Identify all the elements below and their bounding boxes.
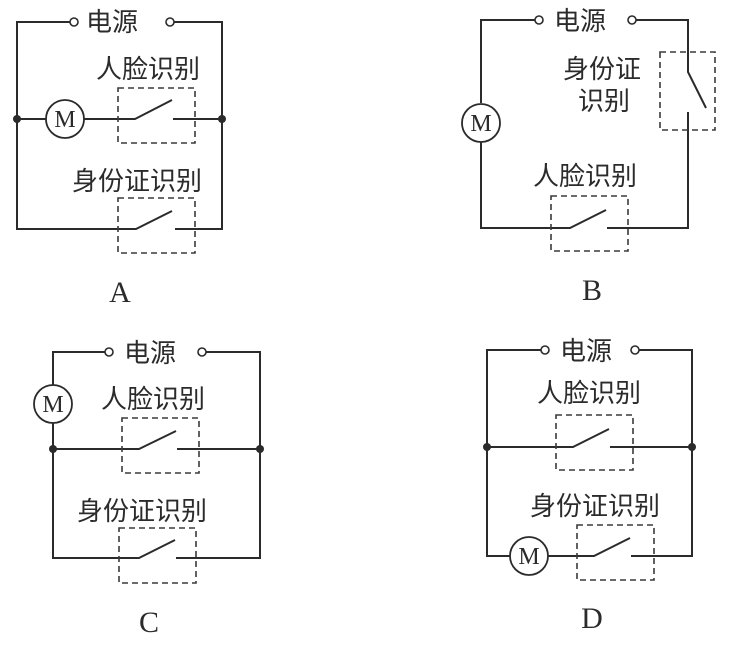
id-switch-box bbox=[117, 197, 196, 254]
wire bbox=[176, 351, 261, 559]
face-recognition-label: 人脸识别 bbox=[96, 55, 200, 85]
wire bbox=[480, 19, 535, 103]
junction-node bbox=[688, 443, 696, 451]
power-terminal-left bbox=[69, 17, 79, 27]
power-label: 电源 bbox=[86, 8, 138, 38]
power-terminal-right bbox=[197, 347, 207, 357]
wire bbox=[607, 112, 689, 229]
id-recognition-label-line1: 身份证 bbox=[563, 55, 641, 85]
face-switch bbox=[480, 142, 607, 229]
wire bbox=[16, 21, 118, 230]
face-switch-box bbox=[555, 414, 634, 471]
motor-label: M bbox=[470, 111, 491, 137]
id-switch bbox=[636, 19, 707, 109]
face-recognition-label: 人脸识别 bbox=[101, 385, 205, 415]
power-terminal-right bbox=[165, 17, 175, 27]
junction-node bbox=[13, 115, 21, 123]
junction-node bbox=[218, 115, 226, 123]
option-label-c: C bbox=[139, 606, 159, 639]
wire bbox=[486, 349, 541, 557]
id-switch-box bbox=[118, 527, 197, 584]
face-switch-box bbox=[117, 87, 196, 144]
face-switch-box bbox=[550, 195, 629, 252]
id-switch-box bbox=[659, 51, 716, 131]
face-recognition-label: 人脸识别 bbox=[533, 162, 637, 192]
id-switch bbox=[548, 537, 631, 557]
face-switch bbox=[487, 428, 610, 448]
option-label-a: A bbox=[109, 276, 131, 309]
id-recognition-label: 身份证识别 bbox=[530, 492, 660, 522]
power-label: 电源 bbox=[560, 337, 612, 367]
id-switch-box bbox=[576, 524, 655, 581]
wire bbox=[52, 351, 105, 385]
id-recognition-label: 身份证识别 bbox=[77, 497, 207, 527]
id-switch bbox=[118, 210, 173, 230]
power-terminal-left bbox=[534, 15, 544, 25]
power-label: 电源 bbox=[554, 7, 606, 37]
id-switch bbox=[52, 423, 176, 559]
power-label: 电源 bbox=[124, 339, 176, 369]
motor-label: M bbox=[42, 392, 63, 418]
wire bbox=[174, 21, 223, 230]
power-terminal-left bbox=[540, 345, 550, 355]
face-switch bbox=[84, 99, 173, 120]
motor-label: M bbox=[54, 107, 75, 133]
id-recognition-label: 身份证识别 bbox=[72, 167, 202, 197]
face-switch bbox=[53, 430, 177, 450]
power-terminal-right bbox=[630, 345, 640, 355]
power-terminal-right bbox=[627, 15, 637, 25]
face-recognition-label: 人脸识别 bbox=[537, 379, 641, 409]
wire bbox=[631, 349, 693, 557]
id-recognition-label-line2: 识别 bbox=[578, 87, 630, 117]
circuit-b: 电源 M 身份证 识别 人脸识别 B bbox=[461, 7, 716, 307]
option-label-b: B bbox=[582, 274, 602, 307]
option-label-d: D bbox=[581, 602, 603, 635]
junction-node bbox=[483, 443, 491, 451]
circuit-a: 电源 M 人脸识别 身份证识别 A bbox=[13, 8, 226, 309]
power-terminal-left bbox=[104, 347, 114, 357]
motor-label: M bbox=[518, 544, 539, 570]
junction-node bbox=[49, 445, 57, 453]
circuit-d: 电源 人脸识别 M 身份证识别 D bbox=[483, 337, 696, 635]
circuit-c: 电源 M 人脸识别 身份证识别 C bbox=[33, 339, 264, 639]
junction-node bbox=[256, 445, 264, 453]
face-switch-box bbox=[121, 417, 200, 474]
